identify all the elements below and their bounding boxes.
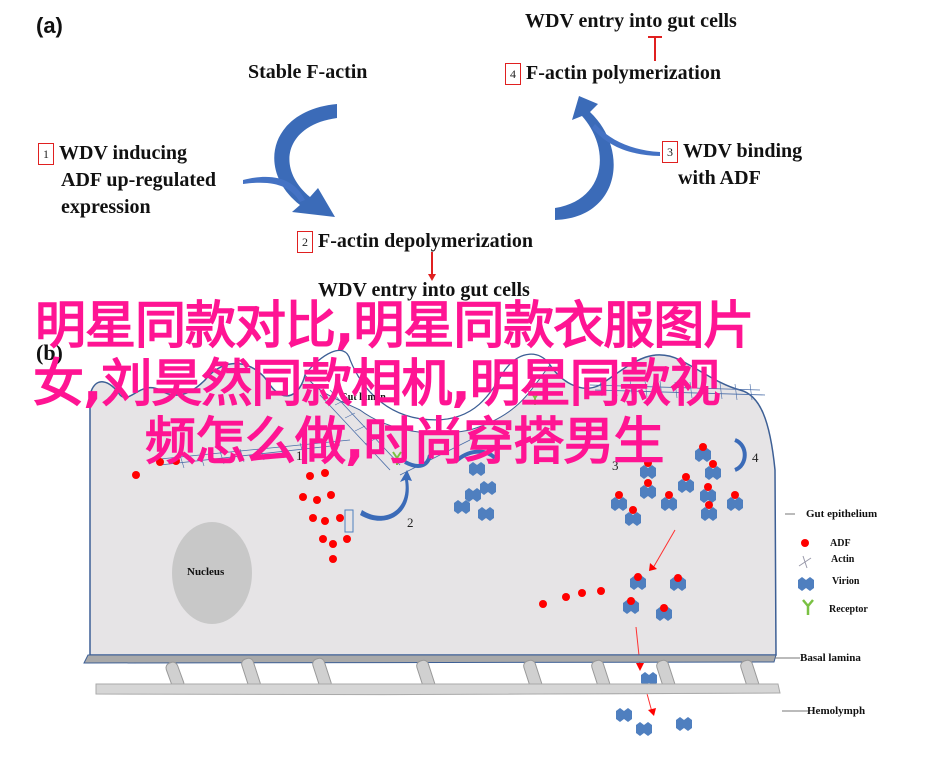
adf-dot (597, 587, 605, 595)
step3-number: 3 (662, 141, 678, 164)
step4-arrow (734, 438, 747, 472)
actin-meshwork (149, 384, 766, 476)
arrow-step1-connector (243, 176, 305, 202)
step2-number: 2 (297, 231, 313, 254)
legend-receptor-label: Receptor (829, 604, 868, 615)
adf-dot (336, 514, 344, 522)
step3-arrow (453, 449, 497, 464)
adf-dot (309, 514, 317, 522)
adf-dot (327, 491, 335, 499)
adf-dot (132, 471, 140, 479)
adf-dot (321, 469, 329, 477)
hemolymph-membrane (95, 683, 781, 696)
gut-epithelium-label: Gut epithelium (806, 508, 878, 520)
virion-icon (798, 577, 814, 591)
overlay-line-1: 明星同款对比,明星同款衣服图片 (35, 297, 754, 356)
step-number-1: 1 (296, 448, 303, 463)
nucleus-label: Nucleus (187, 566, 225, 578)
adf-dot (172, 457, 180, 465)
adf-dot (539, 600, 547, 608)
adf-dot (578, 589, 586, 597)
adf-dot (562, 593, 570, 601)
overlay-line-3: 频怎么做,时尚穿搭男生 (145, 413, 664, 472)
step1-arrow (404, 454, 432, 468)
adf-dot (313, 496, 321, 504)
step2-arrow (360, 470, 412, 521)
arrow-step3-connector (592, 124, 660, 156)
legend-virion-label: Virion (832, 576, 860, 587)
stable-factin-label: Stable F-actin (248, 61, 368, 83)
curved-arrow-depoly-to-poly (555, 96, 614, 220)
adf-dot (321, 517, 329, 525)
basal-lamina-label: Basal lamina (800, 652, 861, 664)
transport-arrow (344, 509, 354, 533)
step-number-3: 3 (612, 458, 619, 473)
gut-lumen (304, 350, 551, 434)
entry-bottom-label: WDV entry into gut cells (318, 279, 530, 301)
panel-b-label: (b) (36, 340, 63, 365)
hemolymph-label: Hemolymph (807, 705, 866, 717)
adf-dots (132, 457, 605, 608)
legend-actin-label: Actin (831, 554, 855, 565)
adf-dot (319, 535, 327, 543)
receptor-icon (802, 599, 814, 615)
actin-ticks (179, 379, 753, 469)
nucleus (172, 522, 252, 624)
overlay-line-2: 女,刘昊然同款相机,明星同款视 (33, 355, 721, 414)
legend-adf-label: ADF (830, 538, 851, 549)
virions-with-adf (611, 443, 743, 621)
basal-lamina (83, 654, 777, 664)
adf-dot (329, 540, 337, 548)
curved-arrow-stable-to-depoly (274, 104, 337, 217)
gut-lumen-label: Gut lumen (340, 392, 386, 403)
receptors (392, 391, 540, 465)
adf-dot (329, 555, 337, 563)
step-number-2: 2 (407, 515, 414, 530)
adf-dot (306, 472, 314, 480)
entry-arrow-head (428, 274, 436, 281)
entry-top-label: WDV entry into gut cells (525, 10, 737, 32)
adf-dot (156, 458, 164, 466)
step-number-4: 4 (752, 450, 759, 465)
step4-number: 4 (505, 63, 521, 86)
panel-a-label: (a) (36, 13, 63, 38)
actin-cross-icon (798, 555, 812, 569)
step1-number: 1 (38, 143, 54, 166)
adf-dot (299, 493, 307, 501)
adf-dot-icon (801, 539, 809, 547)
adf-dot (343, 535, 351, 543)
